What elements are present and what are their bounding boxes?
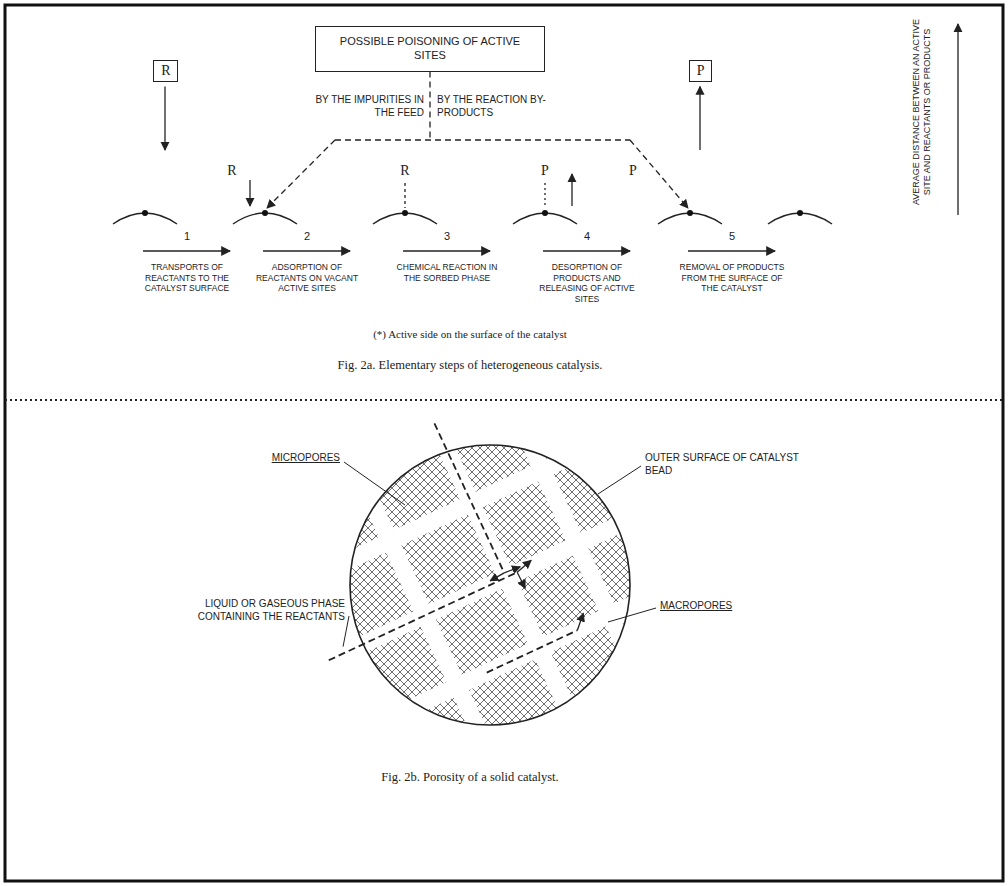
species-letter: P: [623, 162, 643, 180]
leader-line: [598, 466, 641, 494]
poison-line: [429, 72, 430, 141]
product-box: P: [689, 60, 712, 82]
step-description: TRANSPORTS OF REACTANTS TO THE CATALYST …: [133, 262, 241, 294]
frame: [5, 5, 1003, 881]
footnote: (*) Active side on the surface of the ca…: [260, 328, 680, 342]
catalyst-bead: [184, 273, 795, 886]
feed-arrow: [164, 87, 165, 151]
sorbed-bond: [404, 183, 405, 208]
step-arrow: [143, 250, 230, 251]
poison-arrow: [630, 140, 688, 208]
step-arrow: [688, 250, 775, 251]
figure-caption: Fig. 2b. Porosity of a solid catalyst.: [210, 770, 730, 786]
desorption-arrow: [571, 174, 572, 206]
part-label: MACROPORES: [660, 600, 780, 613]
product-arrow: [699, 87, 700, 151]
species-letter: R: [222, 162, 242, 180]
step-description: DESORPTION OF PRODUCTS AND RELEASING OF …: [533, 262, 641, 305]
catalysis-steps: [113, 24, 958, 251]
poison-source: BY THE REACTION BY-PRODUCTS: [437, 94, 547, 119]
active-site: [542, 210, 548, 216]
node-text: P: [696, 62, 705, 80]
poison-source: BY THE IMPURITIES IN THE FEED: [314, 94, 424, 119]
sorbed-bond: [544, 183, 545, 208]
poison-arrow: [267, 140, 335, 208]
macropore-channel: [251, 529, 795, 783]
step-description: CHEMICAL REACTION IN THE SORBED PHASE: [393, 262, 501, 283]
reactant-branch: [517, 572, 525, 588]
species-letter: P: [535, 162, 555, 180]
leader-line: [608, 608, 656, 622]
active-site: [142, 210, 148, 216]
active-site: [402, 210, 408, 216]
separator: [5, 399, 1003, 401]
active-site: [797, 210, 803, 216]
active-site: [262, 210, 268, 216]
part-label: LIQUID OR GASEOUS PHASE CONTAINING THE R…: [175, 598, 345, 623]
poison-line: [335, 139, 630, 140]
reactant-box: R: [153, 60, 178, 82]
step-number: 4: [575, 230, 599, 244]
leader-line: [344, 462, 405, 505]
reactant-path: [487, 630, 578, 672]
macropore-channel: [450, 273, 704, 817]
step-description: REMOVAL OF PRODUCTS FROM THE SURFACE OF …: [678, 262, 786, 294]
reactant-branch: [490, 573, 504, 581]
distance-arrow: [957, 24, 958, 215]
figure-caption: Fig. 2a. Elementary steps of heterogeneo…: [210, 358, 730, 374]
step-arrow: [543, 250, 630, 251]
node-text: R: [160, 62, 171, 80]
step-number: 3: [435, 230, 459, 244]
axis-label: AVERAGE DISTANCE BETWEEN AN ACTIVE SITE …: [911, 17, 934, 207]
macropores: [184, 273, 795, 886]
reactant-path: [329, 572, 517, 660]
species-letter: R: [395, 162, 415, 180]
step-arrow: [403, 250, 490, 251]
step-arrow: [263, 250, 350, 251]
reactant-path: [434, 423, 504, 572]
active-site: [687, 210, 693, 216]
part-label: MICROPORES: [230, 452, 340, 465]
adsorption-arrow: [249, 180, 250, 206]
reactant-branch: [577, 613, 583, 630]
step-description: ADSORPTION OF REACTANTS ON VACANT ACTIVE…: [253, 262, 361, 294]
node-text: POSSIBLE POISONING OF ACTIVE SITES: [330, 35, 530, 63]
part-label: OUTER SURFACE OF CATALYST BEAD: [645, 452, 815, 477]
step-number: 1: [175, 230, 199, 244]
reactant-branch: [517, 560, 531, 572]
poisoning-box: POSSIBLE POISONING OF ACTIVE SITES: [315, 26, 545, 72]
step-number: 5: [720, 230, 744, 244]
reactant-branch: [504, 567, 520, 573]
step-number: 2: [295, 230, 319, 244]
